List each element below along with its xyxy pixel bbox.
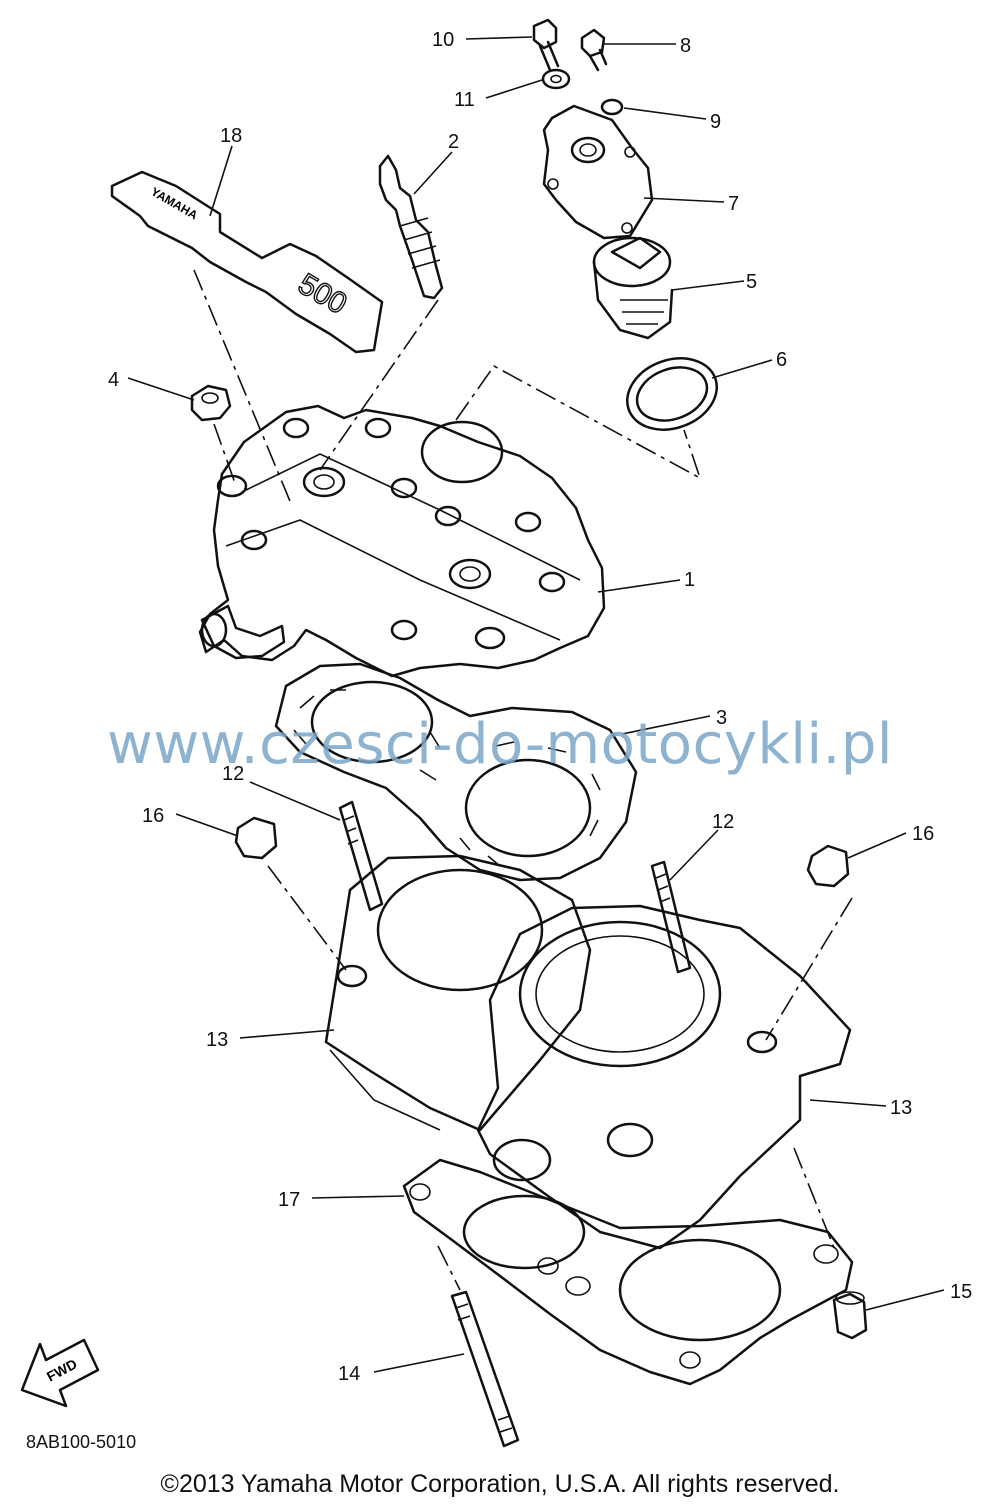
o-ring-6 bbox=[625, 357, 719, 431]
head-gasket-3 bbox=[274, 662, 638, 882]
stud-12-right bbox=[650, 860, 692, 974]
dowel-15 bbox=[832, 1292, 868, 1340]
callout-2: 2 bbox=[448, 131, 459, 153]
callout-10: 10 bbox=[432, 29, 454, 51]
diagram-code: 8AB100-5010 bbox=[26, 1432, 137, 1452]
nut-16-right bbox=[806, 844, 850, 888]
assembly-lines bbox=[193, 269, 853, 1291]
cylinder-13-left bbox=[324, 854, 592, 1132]
callout-7: 7 bbox=[728, 193, 739, 215]
callout-3: 3 bbox=[716, 707, 727, 729]
callout-12-left: 12 bbox=[222, 763, 244, 785]
nut-16-left bbox=[234, 816, 278, 860]
callout-18: 18 bbox=[220, 125, 242, 147]
callout-12-right: 12 bbox=[712, 811, 734, 833]
fwd-label: FWD bbox=[44, 1356, 80, 1385]
thermostat-5 bbox=[592, 236, 674, 340]
callout-labels: 10 8 11 9 18 2 7 5 6 4 1 3 12 16 12 16 1… bbox=[108, 29, 972, 1385]
callout-9: 9 bbox=[710, 111, 721, 133]
nut-4 bbox=[190, 384, 232, 422]
stud-12-left bbox=[338, 800, 384, 912]
thermostat-cover-7 bbox=[542, 104, 654, 240]
callout-17: 17 bbox=[278, 1189, 300, 1211]
stud-14 bbox=[450, 1290, 520, 1448]
callout-16-right: 16 bbox=[912, 823, 934, 845]
washer-11 bbox=[541, 68, 571, 90]
bolt-10 bbox=[532, 18, 560, 72]
callout-4: 4 bbox=[108, 369, 119, 391]
callout-5: 5 bbox=[746, 271, 757, 293]
emblem-text: YAMAHA bbox=[149, 184, 201, 222]
fwd-arrow-icon: FWD bbox=[20, 1338, 100, 1408]
callout-6: 6 bbox=[776, 349, 787, 371]
cylinder-head-1 bbox=[198, 404, 606, 678]
callout-15: 15 bbox=[950, 1281, 972, 1303]
callout-13-right: 13 bbox=[890, 1097, 912, 1119]
watermark: www.czesci-do-motocykli.pl bbox=[107, 712, 893, 777]
cylinder-13-right bbox=[476, 904, 852, 1250]
base-gasket-17 bbox=[402, 1158, 854, 1386]
copyright: ©2013 Yamaha Motor Corporation, U.S.A. A… bbox=[160, 1470, 840, 1498]
bolt-8 bbox=[580, 28, 608, 72]
emblem-18: YAMAHA 500 bbox=[110, 170, 384, 354]
callout-14: 14 bbox=[338, 1363, 360, 1385]
leader-lines bbox=[127, 36, 945, 1373]
callout-8: 8 bbox=[680, 35, 691, 57]
washer-9 bbox=[600, 98, 624, 116]
spark-plug-2 bbox=[378, 154, 444, 300]
callout-13-left: 13 bbox=[206, 1029, 228, 1051]
callout-16-left: 16 bbox=[142, 805, 164, 827]
callout-11: 11 bbox=[454, 89, 475, 111]
callout-1: 1 bbox=[684, 569, 695, 591]
